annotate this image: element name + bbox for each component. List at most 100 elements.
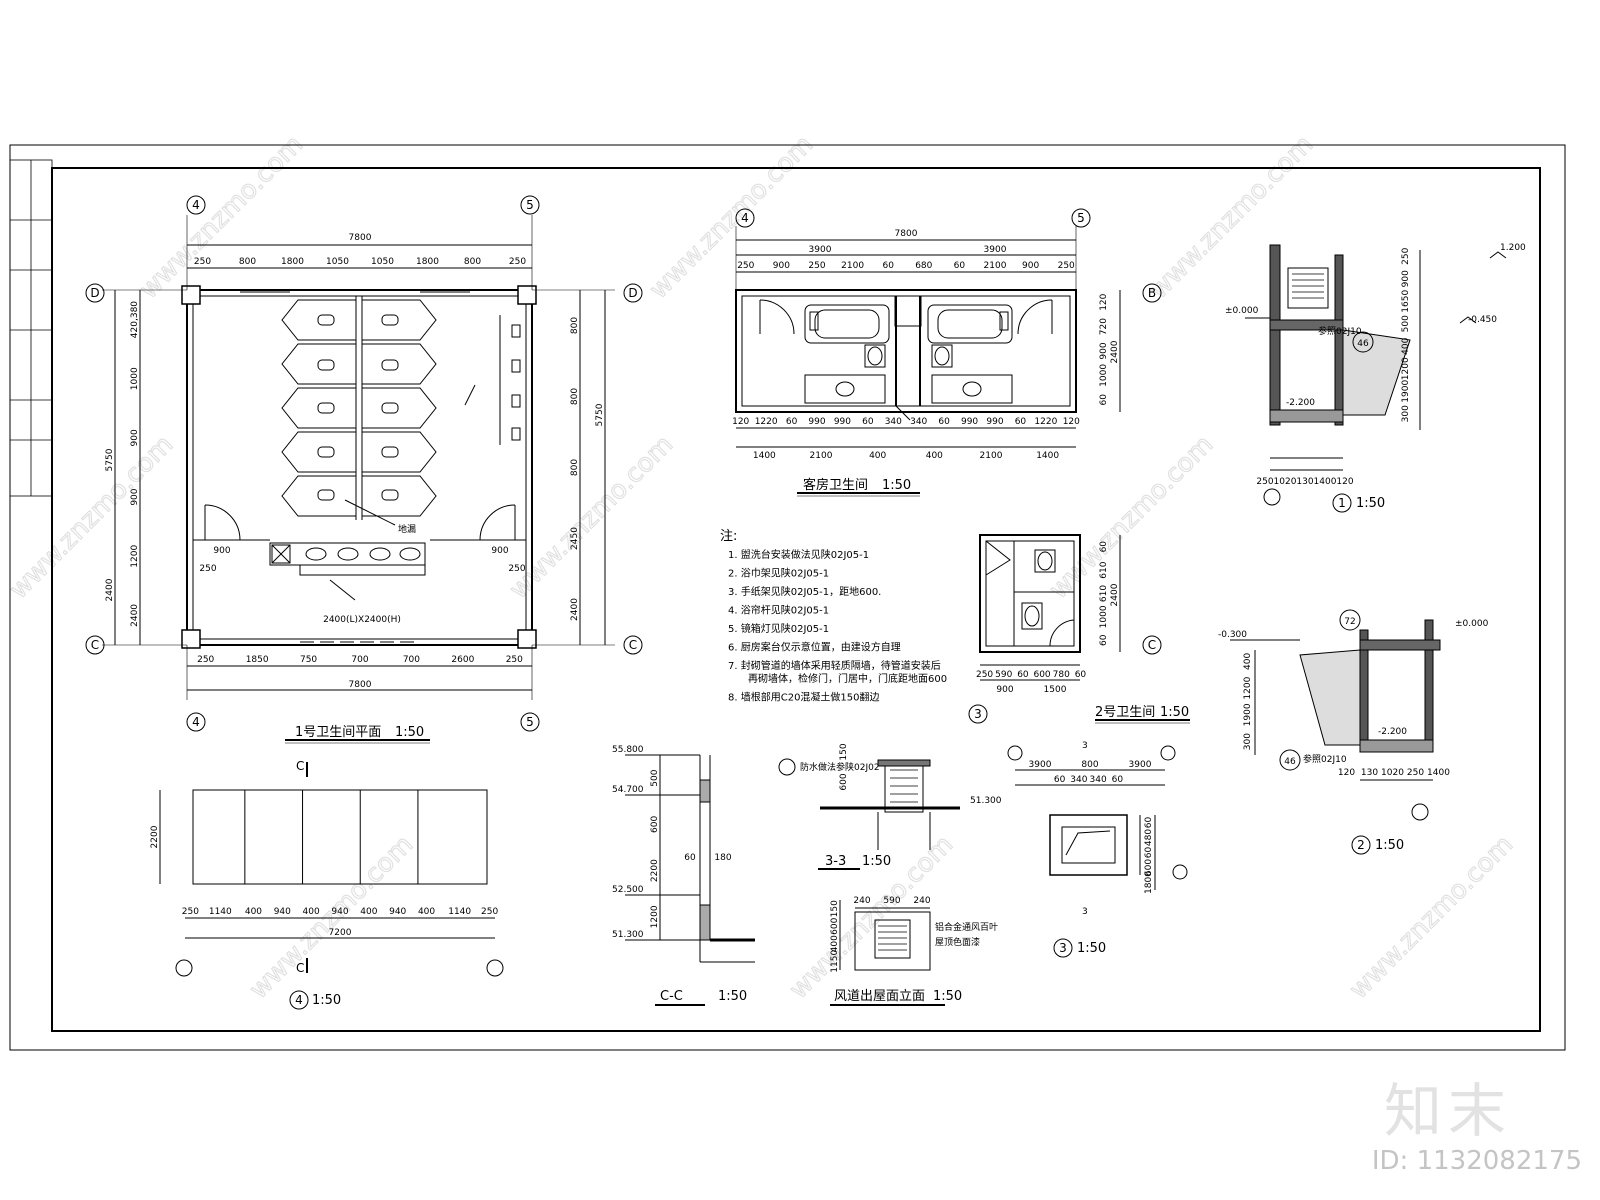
elev-height: 2200	[150, 825, 160, 848]
dim-value: 3900	[1029, 760, 1052, 770]
dim-value: 130	[1296, 477, 1313, 487]
dim-value: 60	[1112, 775, 1124, 785]
dim-value: 700	[403, 655, 420, 665]
notes-list: 1. 盥洗台安装做法见陕02J05-1 2. 浴巾架见陕02J05-1 3. 手纸架…	[728, 548, 947, 704]
dim-value: 340	[1090, 775, 1107, 785]
dim-value: 610	[1099, 561, 1109, 578]
dim-value: 60	[1015, 417, 1027, 427]
dim-value: 1850	[246, 655, 269, 665]
dim-value: 1000	[130, 367, 140, 390]
note-item: 8. 墙根部用C20混凝土做150翻边	[728, 691, 880, 704]
vent-dim-240-left: 240	[853, 896, 870, 906]
dim-value: 250	[1407, 768, 1424, 778]
door-right-width: 900	[491, 546, 508, 556]
door-right-edge: 250	[508, 564, 525, 574]
dim-half-right: 3900	[984, 245, 1007, 255]
note-item: 1. 盥洗台安装做法见陕02J05-1	[728, 548, 869, 561]
level-neg-2200: -2.200	[1378, 727, 1407, 737]
dim-value: 1800	[281, 257, 304, 267]
dim-value: 2600	[451, 655, 474, 665]
watermark-layer: www.znzmo.com www.znzmo.com www.znzmo.co…	[3, 129, 1519, 1005]
dim-600: 600	[839, 773, 849, 790]
vent-dim-240-right: 240	[913, 896, 930, 906]
elevation-4	[159, 762, 504, 1010]
dim-value: 400	[418, 907, 435, 917]
level-neg-2200: -2.200	[1286, 398, 1315, 408]
plan-3b-shaft	[1007, 745, 1188, 958]
dim-value: 2100	[980, 451, 1003, 461]
note-item: 3. 手纸架见陕02J05-1，距地600.	[728, 585, 881, 598]
dim-value: 500	[650, 769, 660, 786]
level-neg-450: -0.450	[1468, 315, 1497, 325]
dim-value: 250	[506, 655, 523, 665]
dim-value: 900	[1401, 270, 1411, 287]
dim-value: 340	[885, 417, 902, 427]
section-mark-top: C	[296, 759, 304, 773]
outer-frame	[9, 144, 1566, 1051]
dim-value: 990	[834, 417, 851, 427]
detail-2-scale: 1:50	[1375, 838, 1404, 853]
dim-value: 400	[245, 907, 262, 917]
dim-value: 60	[1054, 775, 1066, 785]
floor-drain-label: 地漏	[398, 523, 416, 535]
dim-value: 1050	[326, 257, 349, 267]
dim-value: 60	[938, 417, 950, 427]
dim-value: 400	[360, 907, 377, 917]
dim-right-total: 2400	[1110, 583, 1120, 606]
dim-value: 1020	[1381, 768, 1404, 778]
tag-top: 72	[1344, 617, 1355, 627]
dim-value: 940	[389, 907, 406, 917]
dim-value: 800	[464, 257, 481, 267]
axis-c-right: C	[629, 638, 637, 652]
section-cc	[625, 754, 755, 1006]
dim-value: 600	[1144, 859, 1154, 876]
dim-value: 700	[351, 655, 368, 665]
dim-value: 800	[239, 257, 256, 267]
dim-value: 940	[274, 907, 291, 917]
dim-value: 420,380	[130, 301, 140, 338]
vent-scale: 1:50	[933, 989, 962, 1004]
dim-value: 900	[1099, 342, 1109, 359]
detail-1-number: 1	[1338, 496, 1346, 510]
note-item: 2. 浴巾架见陕02J05-1	[728, 567, 829, 580]
dim-value: 60	[1075, 670, 1087, 680]
dim-value: 1220	[1034, 417, 1057, 427]
vent-louver-label: 铝合金通风百叶	[935, 921, 998, 933]
dim-right-total: 5750	[595, 403, 605, 426]
watermark-text: www.znzmo.com	[1144, 130, 1319, 305]
detail-1-scale: 1:50	[1356, 496, 1385, 511]
vent-paint-label: 屋顶色面漆	[935, 936, 980, 948]
level-value: 52.500	[612, 885, 644, 895]
dim-value: 2400	[130, 604, 140, 627]
title-block-strip	[9, 159, 53, 497]
section-mark-bottom: 3	[1082, 907, 1088, 917]
dim-value: 150	[830, 900, 840, 917]
dim-value: 60	[882, 261, 894, 271]
note-item: 6. 厨房案台仅示意位置，由建设方自理	[728, 641, 901, 654]
detail-2-labels: -0.300 ±0.000 -2.200 72 46 参照02J10 40012…	[1218, 617, 1489, 853]
dim-value: 120	[1099, 293, 1109, 310]
dim-value: 340	[910, 417, 927, 427]
elev-total: 7200	[329, 928, 352, 938]
level-value: 54.700	[612, 785, 644, 795]
dim-value: 1400	[1314, 477, 1337, 487]
section-cc-scale: 1:50	[718, 989, 747, 1004]
detail-2-section	[1230, 609, 1441, 855]
brand-logo: 知末	[1384, 1064, 1512, 1148]
dim-value: 800	[570, 388, 580, 405]
level-zero: ±0.000	[1455, 619, 1489, 629]
dim-value: 1900	[1243, 703, 1253, 726]
level-zero: ±0.000	[1225, 306, 1259, 316]
